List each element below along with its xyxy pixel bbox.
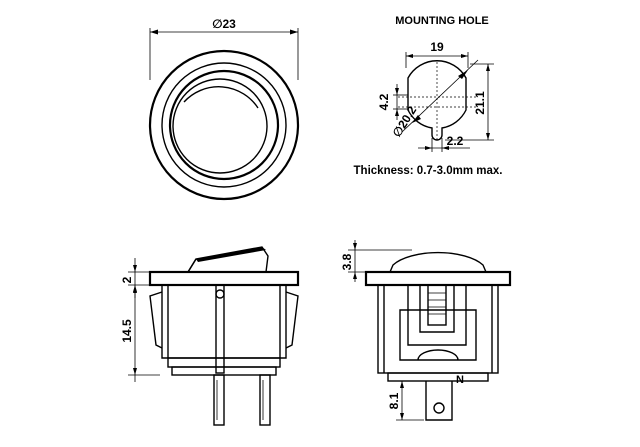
hole-width-label: 19: [430, 40, 444, 54]
actuator-inner-circle: [172, 78, 268, 174]
front-terminal: [425, 381, 453, 421]
side-terminal-right: [259, 374, 271, 426]
terminal-hole: [433, 402, 445, 414]
terminal-marking: N: [456, 374, 464, 386]
mounting-hole-view: MOUNTING HOLE 19 ∅20.2 21.1 4.2: [354, 15, 503, 177]
actuator-outer-circle: [168, 69, 280, 181]
outer-bezel-circle: [148, 49, 300, 201]
thickness-note: Thickness: 0.7-3.0mm max.: [354, 165, 503, 177]
front-view: 3.8 N 8.1: [340, 240, 512, 421]
right-snap-clip: [285, 291, 299, 349]
dome-actuator: [389, 251, 487, 273]
side-terminal-left: [213, 374, 225, 426]
hole-outline: [407, 60, 467, 141]
left-snap-clip: [149, 291, 163, 349]
notch-width-label: 2.2: [447, 134, 464, 148]
mounting-hole-title: MOUNTING HOLE: [395, 15, 489, 27]
top-view: ∅23: [148, 17, 300, 201]
center-pin: [215, 284, 225, 374]
hole-height-label: 21.1: [473, 91, 487, 115]
body-height-label: 14.5: [120, 319, 134, 343]
top-diameter-label: ∅23: [212, 17, 236, 31]
spring-housing: [427, 284, 447, 326]
front-bezel: [364, 270, 512, 287]
notch-height-label: 4.2: [377, 93, 391, 110]
cap-height-label: 3.8: [340, 253, 354, 270]
side-bezel: [148, 270, 300, 287]
bezel-thickness-label: 2: [120, 276, 134, 283]
terminal-length-label: 8.1: [387, 392, 401, 409]
inner-bezel-circle: [161, 62, 287, 188]
side-view: 2 14.5: [120, 246, 300, 426]
